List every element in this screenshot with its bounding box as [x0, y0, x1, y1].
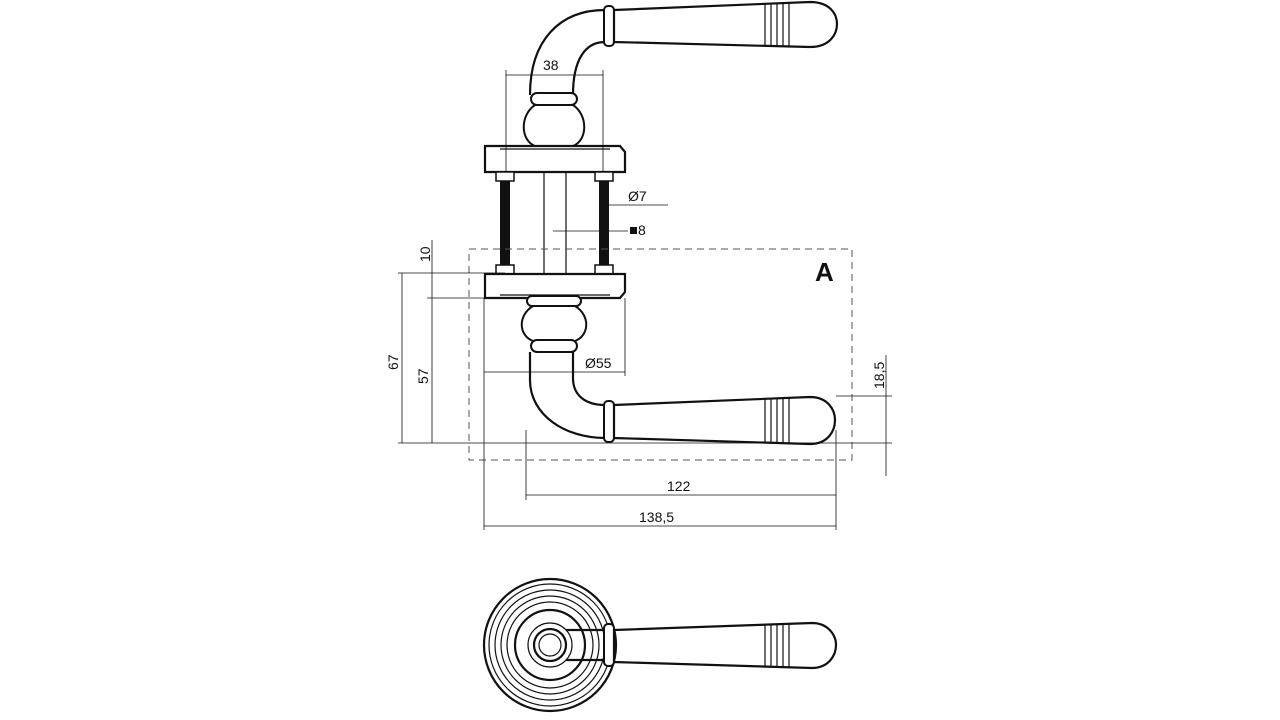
bottom-rose-knob — [483, 272, 627, 353]
top-rose-knob — [483, 92, 627, 174]
dim-7: Ø7 — [599, 188, 668, 206]
dim-18-5-label: 18,5 — [871, 362, 887, 389]
area-label: A — [815, 257, 834, 287]
dim-8: 8 — [553, 222, 646, 238]
dim-7-label: Ø7 — [628, 188, 647, 204]
dim-67-label: 67 — [385, 354, 401, 370]
front-view — [482, 577, 838, 713]
dim-38-label: 38 — [543, 57, 559, 73]
top-lever — [528, 0, 839, 96]
dim-18-5: 18,5 — [836, 355, 892, 476]
square-marker-icon — [630, 227, 637, 234]
dim-67: 67 — [385, 273, 892, 444]
dim-55-label: Ø55 — [585, 355, 612, 371]
dim-8-label: 8 — [638, 222, 646, 238]
area-box — [468, 248, 853, 461]
dim-122: 122 — [525, 430, 837, 530]
dim-10: 10 — [398, 240, 520, 443]
dim-138-5-label: 138,5 — [639, 509, 674, 525]
bolts — [495, 171, 614, 275]
dim-57-label: 57 — [415, 368, 431, 384]
dim-10-label: 10 — [417, 246, 433, 262]
dim-122-label: 122 — [667, 478, 691, 494]
dim-38: 38 — [505, 57, 604, 172]
dim-55: Ø55 — [483, 298, 626, 530]
bottom-lever — [528, 352, 837, 446]
dim-138-5: 138,5 — [484, 509, 836, 527]
